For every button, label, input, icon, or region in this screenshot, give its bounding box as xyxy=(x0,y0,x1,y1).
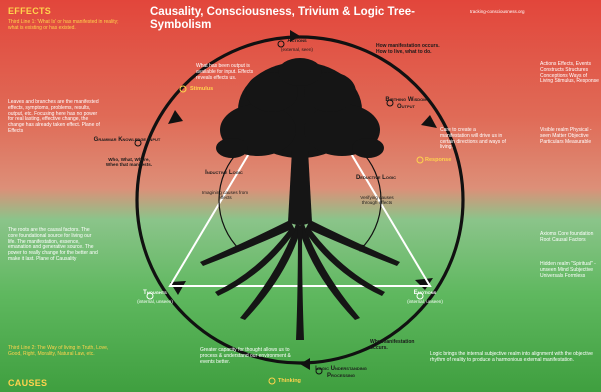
hidden-realm-list: Axioms Core foundation Root Causal Facto… xyxy=(540,231,594,243)
node-marker-icon xyxy=(277,40,285,48)
node-thoughts-subtitle: (internal, unseen) xyxy=(137,299,173,304)
node-marker-icon xyxy=(134,139,142,147)
output-note: What has been output is available for in… xyxy=(196,63,254,81)
node-actions-subtitle: (external, seen) xyxy=(281,47,313,52)
page-title: Causality, Consciousness, Trivium & Logi… xyxy=(150,6,415,32)
node-marker-icon xyxy=(315,367,323,375)
deductive-arc xyxy=(359,149,382,251)
thinking-marker-icon xyxy=(268,377,276,385)
node-thoughts-title: Thoughts xyxy=(143,290,167,296)
response-marker-icon xyxy=(416,156,424,164)
logic-brings-note: Logic brings the internal subjective rea… xyxy=(430,351,593,363)
node-emotions-title: Emotions xyxy=(413,290,437,296)
causes-roots-text: The roots are the causal factors. The co… xyxy=(8,227,98,262)
node-grammar-title: Grammar Knowledge Input xyxy=(93,137,161,143)
causes-heading: CAUSES xyxy=(8,378,48,388)
node-marker-icon xyxy=(146,292,154,300)
deductive-logic-title: Deductive Logic xyxy=(355,175,397,181)
arrow-head-icon xyxy=(290,30,300,42)
arrow-head-icon xyxy=(300,358,310,370)
why-manifest-note: Why manifestation occurs. xyxy=(370,339,415,351)
stimulus-marker-icon xyxy=(179,85,187,93)
how-manifest-note: How manifestation occurs. How to live, w… xyxy=(376,43,440,55)
deductive-logic-text: Verifying causes through effects xyxy=(360,195,394,206)
care-note: Care to create a manifestation will driv… xyxy=(440,127,506,151)
tree-icon xyxy=(200,58,400,340)
node-marker-icon xyxy=(386,99,394,107)
cycle-ring xyxy=(135,35,465,365)
visible-realm-list: Actions Effects, Events Constructs Struc… xyxy=(540,61,599,85)
node-marker-icon xyxy=(416,292,424,300)
greater-capacity-note: Greater capacity for thought allows us t… xyxy=(200,347,291,365)
node-emotions-subtitle: (internal, unseen) xyxy=(407,299,443,304)
inductive-logic-title: Inductive Logic xyxy=(205,170,243,176)
inductive-arc xyxy=(218,149,241,251)
hidden-realm-text: Hidden realm "Spiritual" - unseen Mind S… xyxy=(540,261,596,279)
website-label: tracking-consciousness.org xyxy=(470,9,525,14)
effects-intro: Third Line 1: 'What Is' or has manifeste… xyxy=(8,19,119,31)
node-grammar-detail: Who, What, Where, When that manifests. xyxy=(105,157,153,168)
effects-leaves-text: Leaves and branches are the manifested e… xyxy=(8,99,100,134)
visible-realm-text: Visible realm Physical - seen Matter Obj… xyxy=(540,127,592,145)
causes-intro: Third Line 2: The Way of living in Truth… xyxy=(8,345,109,357)
thinking-label: Thinking xyxy=(278,378,301,384)
stimulus-label: Stimulus xyxy=(190,86,214,92)
node-actions-title: Actions xyxy=(287,38,307,44)
node-birthing-title: Birthing Wisdom Output xyxy=(385,97,427,110)
arrow-head-icon xyxy=(421,115,437,128)
arrow-head-icon xyxy=(170,281,186,295)
arrow-head-icon xyxy=(168,110,183,124)
node-logic-title: Logic Understanding Processing xyxy=(315,366,367,379)
response-label: Response xyxy=(425,157,452,163)
inductive-logic-text: Imagining causes from effects xyxy=(201,190,249,201)
arrow-head-icon xyxy=(415,278,433,290)
effects-heading: EFFECTS xyxy=(8,6,52,16)
